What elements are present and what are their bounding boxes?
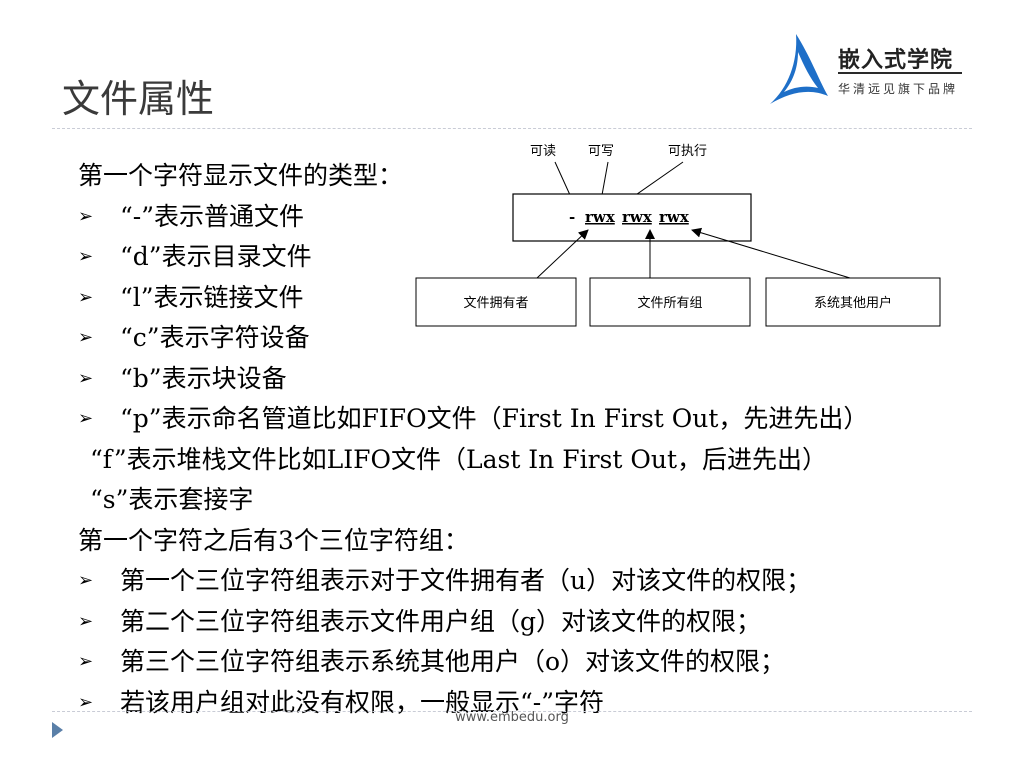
group-label: 文件所有组 [637,296,702,311]
line-text: “l”表示链接文件 [120,282,304,312]
line-text: “b”表示块设备 [120,363,287,393]
perm-box [512,193,752,242]
logo: 嵌入式学院 华清远见旗下品牌 [766,30,976,106]
line-text: “c”表示字符设备 [120,323,310,352]
slide-body: 第一个字符显示文件的类型： ➢ “-”表示普通文件 ➢ “d”表示目录文件 ➢ “l”表示链… [78,156,1024,723]
bottom-divider [52,711,972,712]
line-text: 第二个三位字符组表示文件用户组（g）对该文件的权限； [120,606,762,636]
arrow-other [691,227,851,279]
bullet-item: ➢ “-”表示普通文件 [78,197,1024,238]
other-label: 系统其他用户 [814,295,892,311]
next-slide-icon[interactable] [52,722,63,738]
perm-group-other: rwx [659,208,690,226]
line-text: “-”表示普通文件 [120,201,305,231]
bullet-icon: ➢ [78,327,94,348]
bullet-icon: ➢ [78,367,94,389]
text-line: “s”表示套接字 [78,480,1024,521]
perm-label-read: 可读 [530,144,556,159]
slide-title: 文件属性 [62,77,215,121]
perm-prefix: - [569,208,575,226]
text-line: 第一个字符之后有3个三位字符组： [78,521,1024,562]
bullet-item: ➢ “d”表示目录文件 [78,237,1024,278]
bullet-item: ➢ “c”表示字符设备 [78,318,1024,359]
owner-box [415,277,577,327]
arrow-owner [536,229,589,279]
bullet-item: ➢ 第三个三位字符组表示系统其他用户（o）对该文件的权限； [78,642,1024,683]
perm-label-write: 可写 [588,144,614,159]
text-line: 第一个字符显示文件的类型： [78,156,1024,197]
logo-mark-icon [770,34,828,104]
perm-group-owner: rwx [585,208,616,226]
line-text: “s”表示套接字 [90,485,254,514]
top-divider [52,128,972,129]
logo-sub-text: 华清远见旗下品牌 [838,82,959,96]
permission-diagram: 可读 可写 可执行 - rwx rwx rwx 文件拥有者 文件所有组 系统其他… [415,144,941,327]
bullet-item: ➢ 第二个三位字符组表示文件用户组（g）对该文件的权限； [78,602,1024,643]
bullet-item: ➢ “p”表示命名管道比如FIFO文件（First In First Out，先进… [78,399,1024,440]
line-text: “p”表示命名管道比如FIFO文件（First In First Out，先进先… [120,404,869,433]
bullet-icon: ➢ [78,246,94,267]
bullet-item: ➢ 第一个三位字符组表示对于文件拥有者（u）对该文件的权限； [78,561,1024,602]
line-text: 第一个三位字符组表示对于文件拥有者（u）对该文件的权限； [120,566,812,595]
line-text: “f”表示堆栈文件比如LIFO文件（Last In First Out，后进先出… [90,444,827,474]
bullet-item: ➢ “b”表示块设备 [78,359,1024,400]
footer-url: www.embedu.org [455,710,569,725]
bullet-icon: ➢ [78,205,94,227]
other-box [765,277,941,327]
bullet-icon: ➢ [78,610,94,632]
bullet-icon: ➢ [78,286,94,308]
text-line: “f”表示堆栈文件比如LIFO文件（Last In First Out，后进先出… [78,440,1024,481]
bullet-icon: ➢ [78,408,94,429]
owner-label: 文件拥有者 [463,296,528,311]
line-text: 第三个三位字符组表示系统其他用户（o）对该文件的权限； [120,647,786,676]
group-box [589,277,751,327]
logo-main-text: 嵌入式学院 [838,48,954,73]
logo-underline [838,72,962,74]
bullet-icon: ➢ [78,691,94,713]
bullet-icon: ➢ [78,651,94,672]
line-text: “d”表示目录文件 [120,242,312,271]
perm-label-execute: 可执行 [668,144,707,159]
bullet-icon: ➢ [78,570,94,591]
line-text: 第一个字符显示文件的类型： [78,161,404,190]
line-text: 第一个字符之后有3个三位字符组： [78,525,469,555]
bullet-item: ➢ “l”表示链接文件 [78,278,1024,319]
perm-group-group: rwx [622,208,653,226]
